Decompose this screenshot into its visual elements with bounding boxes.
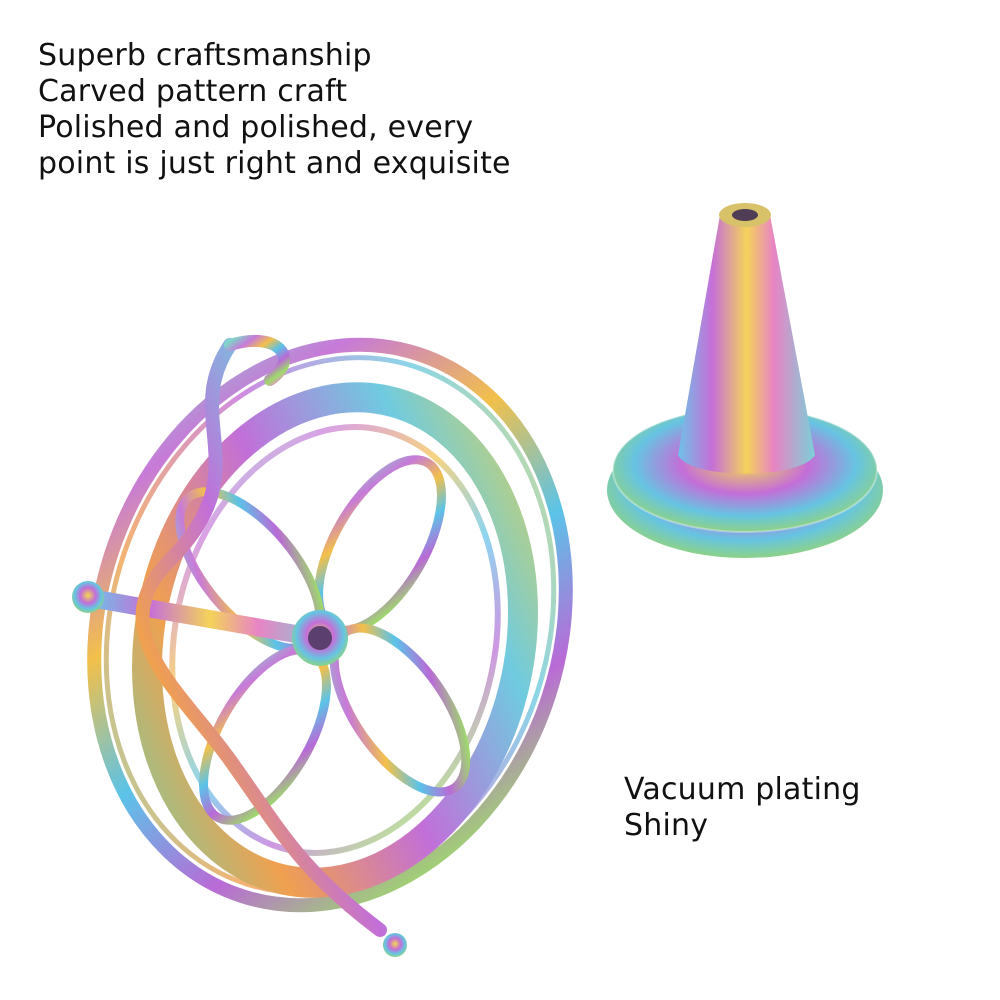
caption-line: Polished and polished, every — [38, 110, 474, 145]
stand-image — [607, 203, 883, 558]
caption-line: point is just right and exquisite — [38, 146, 511, 181]
caption-line: Vacuum plating — [624, 772, 861, 807]
gyroscope-image — [72, 334, 573, 957]
caption-line: Superb craftsmanship — [38, 38, 372, 73]
caption-line: Carved pattern craft — [38, 74, 348, 109]
caption-line: Shiny — [624, 808, 709, 843]
features-caption: Superb craftsmanship Carved pattern craf… — [38, 38, 511, 182]
finish-caption: Vacuum plating Shiny — [624, 772, 861, 844]
